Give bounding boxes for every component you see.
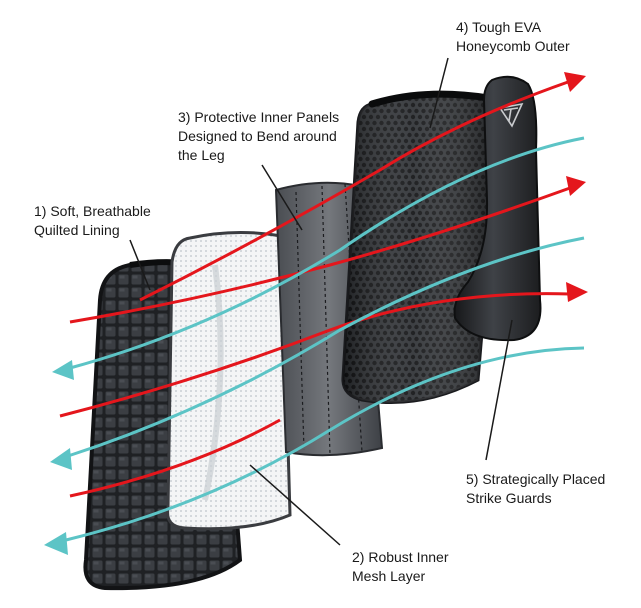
callout-line: Mesh Layer: [352, 568, 426, 584]
honeycomb-shading: [342, 94, 500, 403]
cool-air-arrow: [50, 236, 585, 470]
leader-line-honeycomb-outer: [429, 57, 449, 129]
callout-quilted-lining: 1) Soft, Breathable Quilted Lining: [34, 202, 151, 240]
honeycomb-top-rim: [368, 90, 492, 108]
warm-air-arrow: [69, 176, 586, 324]
callout-line: 4) Tough EVA: [456, 19, 542, 35]
callout-strike-guards: 5) Strategically Placed Strike Guards: [466, 470, 605, 508]
callout-line: 5) Strategically Placed: [466, 471, 606, 487]
callout-line: 1) Soft, Breathable: [34, 203, 151, 219]
cool-air-arrow: [52, 136, 585, 380]
warm-air-arrow: [59, 282, 588, 418]
leader-line-protective-panels: [261, 164, 303, 231]
leader-line-mesh-layer: [249, 464, 341, 546]
callout-line: 3) Protective Inner Panels: [178, 109, 340, 125]
panel-stitch-left: [295, 191, 305, 451]
leader-line-strike-guards: [485, 319, 513, 461]
callout-mesh-layer: 2) Robust Inner Mesh Layer: [352, 548, 449, 586]
honeycomb-outer-layer: [341, 90, 502, 404]
callout-honeycomb-outer: 4) Tough EVA Honeycomb Outer: [456, 18, 570, 56]
warm-air-arrow: [69, 418, 281, 498]
callout-line: Honeycomb Outer: [456, 38, 570, 54]
leader-lines: [129, 57, 513, 546]
callout-line: Quilted Lining: [34, 222, 120, 238]
triangle-t-logo-icon: [498, 102, 524, 128]
callout-line: 2) Robust Inner: [352, 549, 449, 565]
callout-line: Strike Guards: [466, 490, 552, 506]
callout-line: the Leg: [178, 147, 225, 163]
mesh-panel: [166, 230, 292, 531]
strike-guard: [453, 75, 542, 342]
strike-guard-layer: [453, 75, 542, 342]
panel-stitch-center: [321, 185, 331, 456]
leader-line-quilted-lining: [129, 239, 151, 291]
callout-line: Designed to Bend around: [178, 128, 337, 144]
callout-protective-panels: 3) Protective Inner Panels Designed to B…: [178, 108, 339, 165]
warm-air-arrow: [139, 72, 586, 302]
airflow-arrows: [44, 72, 588, 555]
